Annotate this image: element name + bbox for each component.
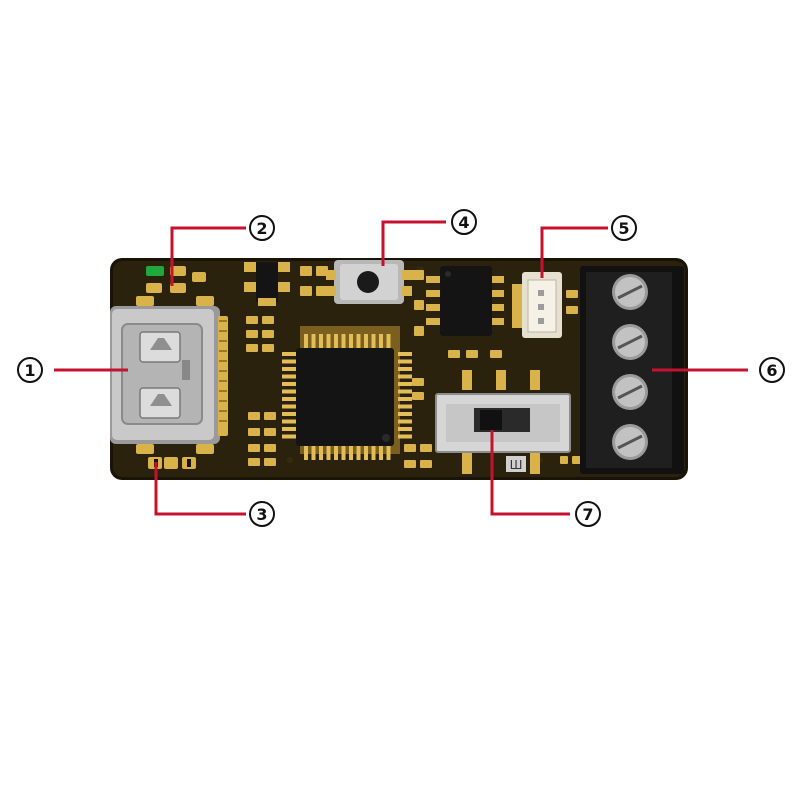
callout-6: 6 [759, 357, 785, 383]
qfp-pin [282, 404, 296, 409]
qfp-pin [282, 367, 296, 371]
qfp-pin [282, 419, 296, 424]
qfp-pin [398, 419, 412, 424]
qfp-pin [282, 412, 296, 416]
leader-5 [540, 226, 608, 278]
qfp-pin [398, 427, 412, 431]
jst-connector [512, 272, 562, 338]
qfp-pin [364, 446, 368, 460]
qfp-pin [364, 334, 368, 348]
qfp-pin [386, 334, 391, 348]
qfp-pin [386, 446, 391, 460]
leader-7 [490, 430, 570, 516]
callout-1-number: 1 [24, 361, 35, 380]
qfp-pin [319, 334, 323, 348]
callout-2: 2 [249, 215, 275, 241]
microcontroller-chip [282, 326, 412, 460]
qfp-pin [282, 434, 296, 439]
screw-3 [612, 374, 648, 410]
qfp-pin [379, 446, 383, 460]
qfp-pin [349, 446, 353, 460]
callout-7: 7 [575, 501, 601, 527]
qfp-pin [311, 334, 316, 348]
qfp-pin [326, 334, 331, 348]
qfp-pin [398, 434, 412, 439]
qfp-pin [379, 334, 383, 348]
slide-switch: Ш [435, 370, 571, 474]
qfp-pin [398, 382, 412, 386]
qfp-pin [371, 446, 376, 460]
leader-3 [154, 462, 246, 516]
qfp-pin [326, 446, 331, 460]
leader-2 [170, 226, 246, 286]
qfp-pin [282, 427, 296, 431]
qfp-pin [282, 382, 296, 386]
qfp-pin [356, 446, 361, 460]
callout-6-number: 6 [766, 361, 777, 380]
screw-2 [612, 324, 648, 360]
voltage-regulator [244, 262, 290, 306]
callout-3: 3 [249, 501, 275, 527]
qfp-pin [282, 374, 296, 379]
qfp-pin [341, 334, 346, 348]
callout-4-number: 4 [458, 213, 469, 232]
switch-marking: Ш [510, 458, 523, 472]
leader-4 [381, 220, 446, 266]
qfp-pin [311, 446, 316, 460]
callout-3-number: 3 [256, 505, 267, 524]
qfp-pin [341, 446, 346, 460]
qfp-pin [319, 446, 323, 460]
callout-1: 1 [17, 357, 43, 383]
qfp-pin [356, 334, 361, 348]
qfp-pin [282, 359, 296, 364]
lower-led-pads [148, 457, 196, 469]
qfp-pin [349, 334, 353, 348]
qfp-pin [398, 397, 412, 401]
status-led [146, 266, 206, 293]
screw-4 [612, 424, 648, 460]
qfp-pin [398, 374, 412, 379]
callout-markers: 1 2 3 4 5 6 7 [17, 209, 785, 527]
passive-components [246, 266, 584, 468]
callout-5: 5 [611, 215, 637, 241]
qfp-pin [334, 334, 338, 348]
screw-terminal-block [580, 266, 684, 474]
qfp-pin [304, 334, 308, 348]
qfp-pin [398, 389, 412, 394]
qfp-pin [304, 446, 308, 460]
qfp-pin [282, 397, 296, 401]
qfp-pin [282, 352, 296, 356]
qfp-pin [398, 367, 412, 371]
qfp-pin [398, 412, 412, 416]
usb-c-connector [110, 296, 228, 454]
soic-chip [426, 266, 504, 336]
qfp-pin [334, 446, 338, 460]
callout-5-number: 5 [618, 219, 629, 238]
callout-7-number: 7 [582, 505, 593, 524]
qfp-pin [398, 404, 412, 409]
qfp-pin [282, 389, 296, 394]
callout-4: 4 [451, 209, 477, 235]
screw-1 [612, 274, 648, 310]
qfp-pin [398, 352, 412, 356]
callout-leaders [54, 220, 748, 516]
qfp-pin [371, 334, 376, 348]
push-button [326, 260, 412, 304]
qfp-pin [398, 359, 412, 364]
callout-2-number: 2 [256, 219, 267, 238]
